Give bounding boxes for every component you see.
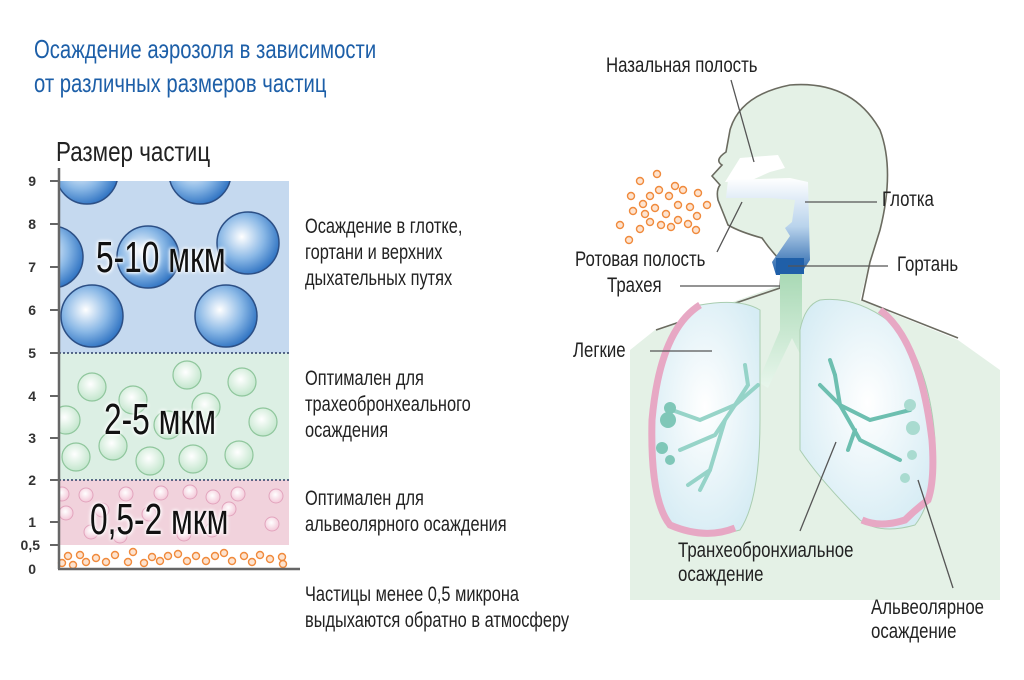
description-2-5: Оптимален для трахеобронхеального осажде… — [305, 367, 471, 442]
description-0-5-2: Оптимален для альвеолярного осаждения — [305, 487, 507, 536]
label-trachea: Трахея — [607, 274, 662, 297]
tick-4: 4 — [28, 388, 36, 404]
tick-5: 5 — [28, 345, 36, 361]
label-alveolar: Альвеолярное осаждение — [871, 596, 985, 643]
tick-2: 2 — [28, 472, 36, 488]
title-line-1: Осаждение аэрозоля в зависимости — [34, 34, 377, 64]
tick-1: 1 — [28, 514, 36, 530]
tick-9: 9 — [28, 173, 36, 189]
tick-3: 3 — [28, 430, 36, 446]
description-5-10: Осаждение в глотке, гортани и верхних ды… — [305, 215, 463, 290]
tick-7: 7 — [28, 259, 36, 275]
description-below-0-5: Частицы менее 0,5 микрона выдыхаются обр… — [305, 583, 570, 632]
tick-0-5: 0,5 — [20, 537, 40, 553]
band-label-0-5-2: 0,5-2 мкм — [90, 495, 229, 544]
label-pharynx: Глотка — [882, 188, 934, 211]
diagram-title: Осаждение аэрозоля в зависимости от разл… — [34, 32, 376, 100]
label-lungs: Легкие — [573, 339, 626, 362]
tick-6: 6 — [28, 302, 36, 318]
band-label-5-10: 5-10 мкм — [96, 233, 226, 282]
tick-8: 8 — [28, 216, 36, 232]
label-oral-cavity: Ротовая полость — [575, 248, 706, 271]
tick-0: 0 — [28, 561, 36, 577]
label-tracheobronchial: Транхеобронхиальное осаждение — [678, 539, 854, 586]
label-nasal-cavity: Назальная полость — [606, 54, 758, 77]
label-larynx: Гортань — [897, 253, 959, 276]
axis-title: Размер частиц — [56, 136, 211, 167]
title-line-2: от различных размеров частиц — [34, 68, 327, 98]
band-label-2-5: 2-5 мкм — [104, 395, 217, 444]
